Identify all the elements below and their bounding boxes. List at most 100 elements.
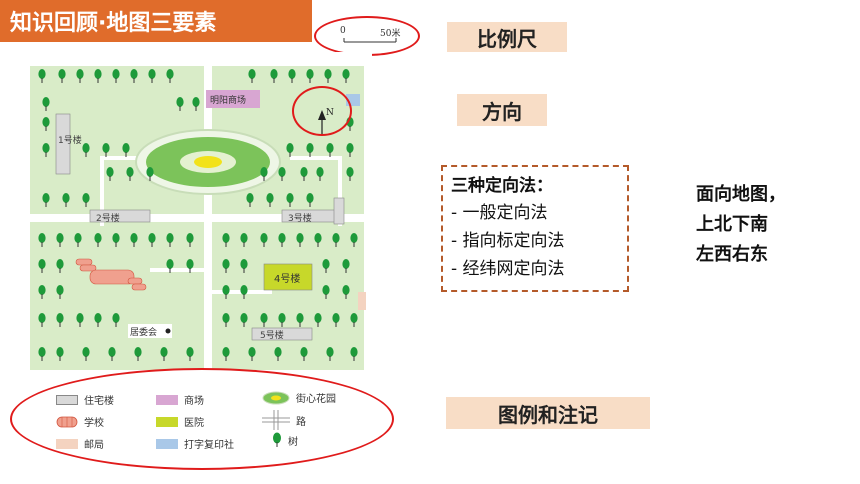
tree-icon — [346, 143, 354, 157]
tree-icon — [186, 347, 194, 361]
tree-icon — [222, 313, 230, 327]
tree-icon — [102, 143, 110, 157]
tree-icon — [342, 259, 350, 273]
tree-icon — [56, 233, 64, 247]
method-item: - 指向标定向法 — [451, 231, 565, 251]
place-b1: 1号楼 — [58, 136, 82, 146]
tree-icon — [82, 143, 90, 157]
tree-icon — [332, 233, 340, 247]
place-b5: 5号楼 — [260, 331, 284, 341]
tree-icon — [314, 313, 322, 327]
school-shape — [75, 258, 147, 291]
tree-icon — [314, 233, 322, 247]
tree-icon — [322, 259, 330, 273]
scale-label: 比例尺 — [447, 22, 567, 52]
place-b3: 3号楼 — [288, 214, 312, 224]
tree-icon — [222, 259, 230, 273]
tree-icon — [350, 233, 358, 247]
tree-icon — [74, 233, 82, 247]
rule-line: 上北下南 — [696, 214, 768, 235]
orientation-rule: 面向地图， 上北下南 左西右东 — [696, 180, 786, 270]
direction-highlight-ring — [292, 86, 352, 136]
tree-icon — [56, 347, 64, 361]
tree-icon — [94, 313, 102, 327]
tree-icon — [166, 233, 174, 247]
tree-icon — [38, 69, 46, 83]
tree-icon — [106, 167, 114, 181]
tree-icon — [270, 69, 278, 83]
tree-icon — [186, 233, 194, 247]
tree-icon — [192, 97, 200, 111]
tree-icon — [278, 167, 286, 181]
rule-line: 面向地图， — [696, 184, 786, 205]
tree-icon — [126, 167, 134, 181]
tree-icon — [42, 117, 50, 131]
tree-icon — [222, 233, 230, 247]
tree-icon — [62, 193, 70, 207]
tree-icon — [342, 285, 350, 299]
tree-icon — [222, 347, 230, 361]
tree-icon — [300, 167, 308, 181]
tree-icon — [166, 259, 174, 273]
tree-icon — [94, 69, 102, 83]
tree-icon — [324, 69, 332, 83]
tree-icon — [300, 347, 308, 361]
tree-icon — [82, 347, 90, 361]
tree-icon — [134, 347, 142, 361]
tree-icon — [240, 313, 248, 327]
methods-title: 三种定向法： — [451, 176, 553, 196]
place-jwh: 居委会 — [130, 328, 158, 338]
tree-icon — [38, 347, 46, 361]
tree-icon — [350, 347, 358, 361]
tree-icon — [296, 313, 304, 327]
tree-icon — [306, 69, 314, 83]
tree-icon — [332, 313, 340, 327]
tree-icon — [240, 259, 248, 273]
tree-icon — [76, 313, 84, 327]
place-mingyang: 明阳商场 — [210, 96, 247, 106]
tree-icon — [112, 313, 120, 327]
tree-icon — [248, 69, 256, 83]
tree-icon — [246, 193, 254, 207]
tree-icon — [38, 259, 46, 273]
tree-icon — [82, 193, 90, 207]
tree-icon — [146, 167, 154, 181]
tree-icon — [248, 347, 256, 361]
tree-icon — [130, 233, 138, 247]
tree-icon — [288, 69, 296, 83]
rule-line: 左西右东 — [696, 244, 768, 265]
tree-icon — [76, 69, 84, 83]
tree-icon — [260, 313, 268, 327]
tree-icon — [306, 143, 314, 157]
tree-icon — [286, 193, 294, 207]
legend-highlight-ring — [10, 368, 394, 470]
method-item: - 一般定向法 — [451, 203, 548, 223]
map-graphic — [20, 52, 372, 382]
tree-icon — [240, 285, 248, 299]
tree-icon — [38, 285, 46, 299]
method-item: - 经纬网定向法 — [451, 259, 565, 279]
tree-icon — [326, 347, 334, 361]
tree-icon — [42, 143, 50, 157]
tree-icon — [278, 233, 286, 247]
tree-icon — [222, 285, 230, 299]
tree-icon — [42, 193, 50, 207]
direction-label: 方向 — [457, 94, 547, 126]
tree-icon — [56, 259, 64, 273]
tree-icon — [306, 193, 314, 207]
tree-icon — [56, 285, 64, 299]
tree-icon — [350, 313, 358, 327]
tree-icon — [108, 347, 116, 361]
tree-icon — [122, 143, 130, 157]
tree-icon — [274, 347, 282, 361]
tree-icon — [42, 97, 50, 111]
legend-label: 图例和注记 — [446, 397, 650, 429]
tree-icon — [94, 233, 102, 247]
tree-icon — [148, 69, 156, 83]
tree-icon — [240, 233, 248, 247]
tree-icon — [342, 69, 350, 83]
tree-icon — [286, 143, 294, 157]
tree-icon — [38, 313, 46, 327]
tree-icon — [112, 233, 120, 247]
tree-icon — [326, 143, 334, 157]
